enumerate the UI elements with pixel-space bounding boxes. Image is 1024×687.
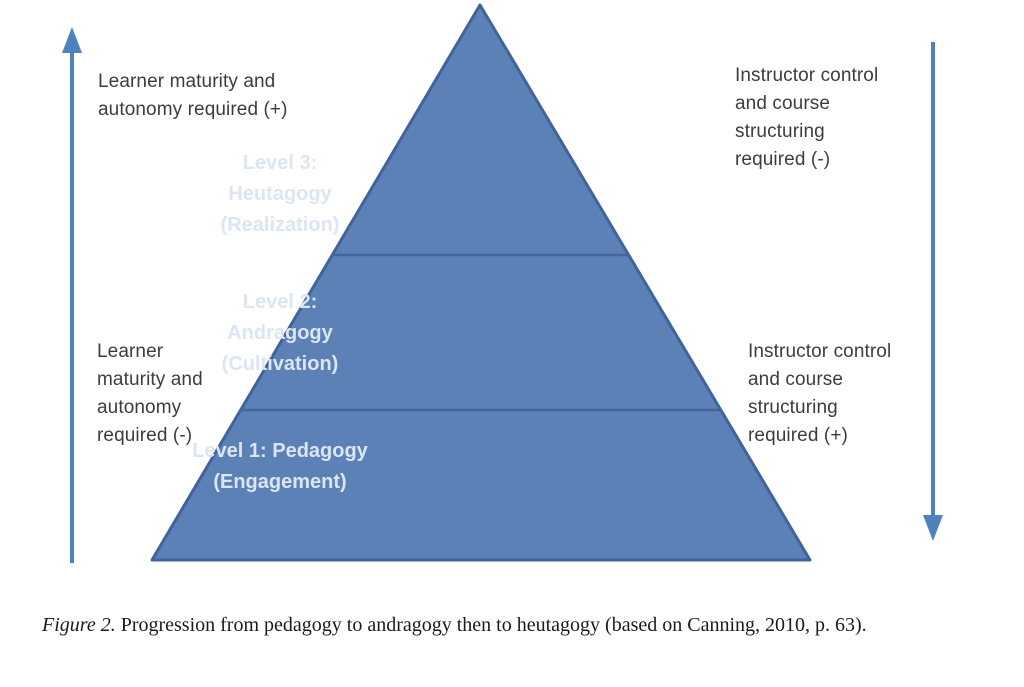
label-learner-maturity-minus: Learner maturity and autonomy required (… bbox=[97, 341, 203, 446]
pyramid-level-3-heutagogy: Level 3: Heutagogy (Realization) bbox=[220, 152, 340, 236]
label-instructor-control-minus: Instructor control and course structurin… bbox=[735, 65, 879, 170]
pyramid-level-1-pedagogy: Level 1: Pedagogy (Engagement) bbox=[192, 440, 368, 493]
pyramid-diagram bbox=[62, 3, 943, 563]
label-learner-maturity-plus: Learner maturity and autonomy required (… bbox=[98, 71, 288, 120]
pyramid-level-2-andragogy: Level 2: Andragogy (Cultivation) bbox=[221, 291, 339, 375]
down-arrow-icon bbox=[923, 42, 943, 541]
figure-caption-number: Figure 2. bbox=[42, 614, 116, 636]
figure-caption-text: Progression from pedagogy to andragogy t… bbox=[115, 614, 867, 636]
up-arrow-icon bbox=[62, 27, 82, 563]
label-instructor-control-plus: Instructor control and course structurin… bbox=[748, 341, 892, 446]
pyramid-shape bbox=[150, 3, 812, 562]
figure-caption: Figure 2. Progression from pedagogy to a… bbox=[42, 606, 870, 644]
